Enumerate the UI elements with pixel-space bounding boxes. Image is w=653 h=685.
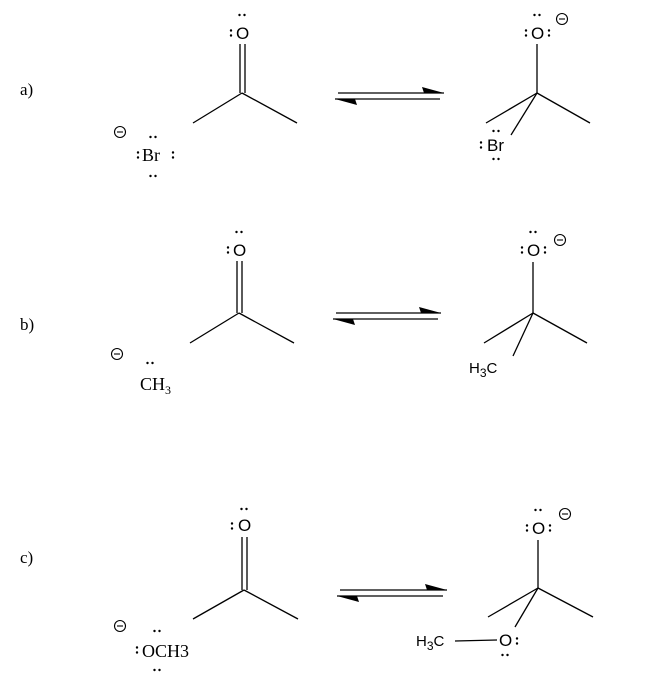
methyl-label: CH3	[140, 374, 171, 397]
methyl-nucleophile: CH3	[110, 347, 171, 397]
reactant-ketone-a: O	[192, 13, 298, 124]
reaction-label-c: c)	[20, 548, 33, 567]
equilibrium-arrow-c	[337, 584, 447, 602]
reaction-b: b) O CH3 O H3C	[20, 230, 588, 397]
equilibrium-arrow-b	[333, 307, 441, 325]
product-alkoxide-c: O H3C O	[416, 507, 594, 657]
carbonyl-oxygen: O	[233, 241, 246, 260]
carbonyl-oxygen: O	[236, 24, 249, 43]
reaction-c: c) O OCH3 O H3C O	[20, 507, 594, 672]
reaction-label-a: a)	[20, 80, 33, 99]
equilibrium-arrow-a	[335, 87, 444, 105]
bromine-substituent: Br	[487, 136, 504, 155]
carbonyl-oxygen: O	[238, 516, 251, 535]
reaction-a: a) O Br O Br	[20, 12, 591, 178]
methyl-group: H3C	[416, 633, 445, 653]
alkoxide-oxygen: O	[532, 519, 545, 538]
methoxide-label: OCH3	[142, 641, 189, 661]
bromide-label: Br	[142, 145, 160, 165]
product-alkoxide-a: O Br	[479, 12, 591, 161]
ether-oxygen: O	[499, 631, 512, 650]
reactant-ketone-c: O	[192, 507, 299, 620]
reactant-ketone-b: O	[189, 230, 295, 344]
methyl-substituent: H3C	[469, 360, 498, 380]
alkoxide-oxygen: O	[527, 241, 540, 260]
reaction-label-b: b)	[20, 315, 34, 334]
product-alkoxide-b: O H3C	[469, 230, 588, 380]
bromide-nucleophile: Br	[113, 125, 175, 178]
alkoxide-oxygen: O	[531, 24, 544, 43]
methoxide-nucleophile: OCH3	[113, 619, 189, 672]
